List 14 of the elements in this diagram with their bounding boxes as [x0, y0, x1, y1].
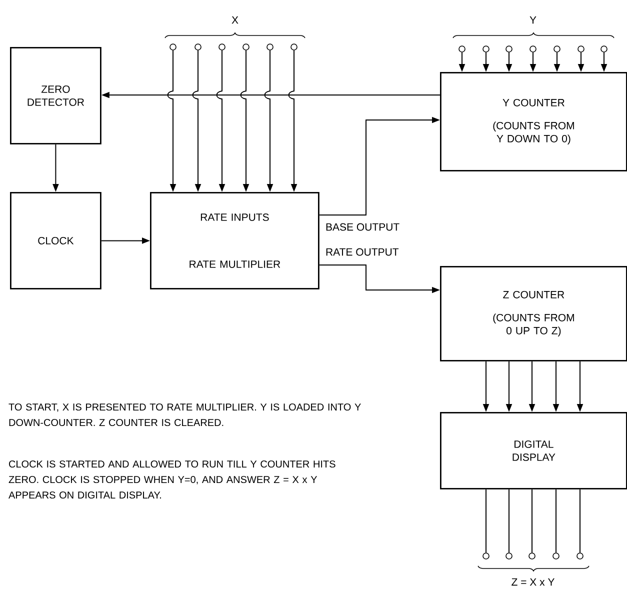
output-line [508, 488, 510, 554]
block-box: DIGITAL DISPLAY [440, 412, 627, 490]
bus-label: Y [530, 16, 536, 24]
block-box: Y COUNTER (COUNTS FROM Y DOWN TO 0) [440, 72, 627, 172]
block-box: Z COUNTER (COUNTS FROM 0 UP TO Z) [440, 266, 627, 362]
edge-label: RATE OUTPUT [324, 247, 400, 257]
bus-label: X [232, 16, 238, 24]
block-box: RATE INPUTS RATE MULTIPLIER [150, 192, 320, 290]
block-box: CLOCK [10, 192, 102, 290]
edge-label: BASE OUTPUT [324, 222, 401, 232]
bus-label: Z = X x Y [512, 578, 554, 586]
block-box: ZERO DETECTOR [10, 46, 102, 144]
note-text: CLOCK IS STARTED AND ALLOWED TO RUN TILL Y COUNTER HITS ZERO. CLOCK IS STOPPED WHEN Y=0, AND ANSWER Z = X x Y APPEARS ON DIGITAL DISPLAY. [8, 460, 336, 499]
note-text: TO START, X IS PRESENTED TO RATE MULTIPLIER. Y IS LOADED INTO Y DOWN-COUNTER. Z COUNTER IS CLEARED. [8, 404, 361, 426]
